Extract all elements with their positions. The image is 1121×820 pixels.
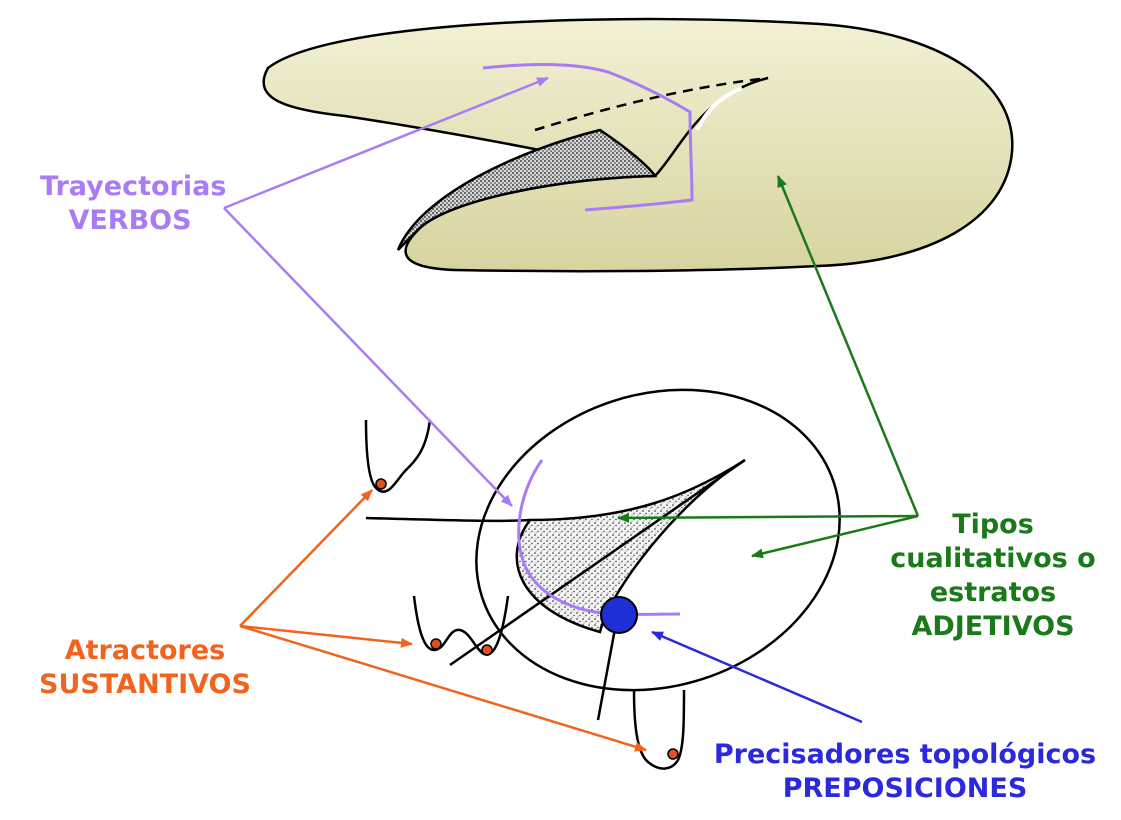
surface-body (264, 19, 1013, 271)
label-trayectorias-line2: VERBOS (40, 204, 220, 238)
preposition-dot (601, 597, 637, 633)
label-atractores-line1: Atractores (0, 634, 290, 668)
strata-ellipse (437, 344, 879, 736)
sustantivos-arrow-1 (240, 490, 372, 626)
label-tipos-line2: cualitativos o (878, 542, 1108, 576)
label-tipos-line1: Tipos (878, 508, 1108, 542)
diagonal-line (450, 460, 745, 665)
label-tipos-line4: ADJETIVOS (878, 610, 1108, 644)
cusp-surface (264, 19, 1013, 271)
label-precisadores-line1: Precisadores topológicos (700, 738, 1110, 772)
potential-well-1 (366, 420, 430, 492)
label-precisadores: Precisadores topológicos PREPOSICIONES (700, 738, 1110, 806)
potential-well-2 (414, 596, 508, 655)
potential-well-3 (634, 690, 684, 769)
label-tipos-line3: estratos (878, 576, 1108, 610)
bifurcation-diagram (366, 344, 879, 736)
label-atractores: Atractores SUSTANTIVOS (0, 634, 290, 702)
control-axis-line (366, 518, 530, 521)
label-trayectorias: Trayectorias VERBOS (40, 170, 220, 238)
label-trayectorias-line1: Trayectorias (40, 170, 220, 204)
label-atractores-line2: SUSTANTIVOS (0, 668, 290, 702)
label-precisadores-line2: PREPOSICIONES (700, 772, 1110, 806)
label-tipos: Tipos cualitativos o estratos ADJETIVOS (878, 508, 1108, 644)
